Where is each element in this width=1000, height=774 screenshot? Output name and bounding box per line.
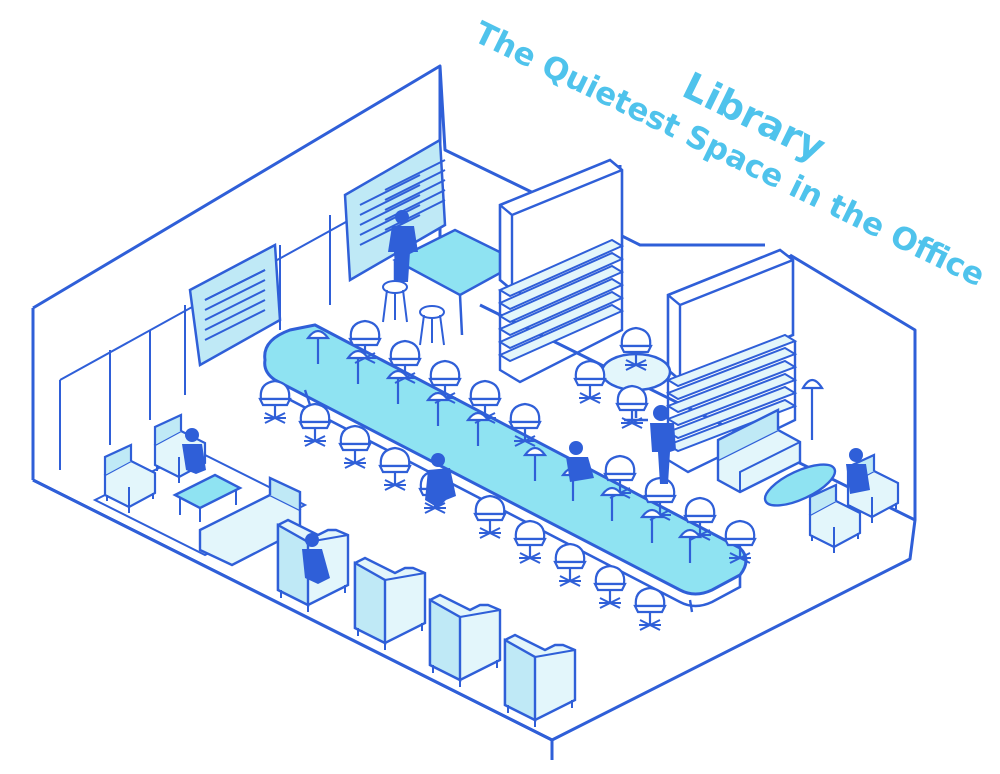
person-in-armchair [846,448,870,494]
left-coffee-table [172,473,243,522]
long-study-table [263,323,748,613]
standing-person [650,405,676,484]
back-bookshelf-right [343,137,447,283]
center-screen-column [497,158,625,384]
person-at-table-left [425,453,456,508]
left-wall-windows [59,169,441,470]
person-at-back-shelf [388,210,418,282]
back-bookshelf-left [188,242,282,367]
oval-coffee-table [763,463,837,507]
right-sofa [716,408,802,494]
round-table [573,326,672,430]
person-in-booth [302,533,330,584]
person-left-lounge [182,428,206,474]
floor-lamp [801,378,824,440]
right-screen-column [665,248,798,474]
floor-front-edge [32,478,554,760]
person-at-table-right [566,441,594,482]
